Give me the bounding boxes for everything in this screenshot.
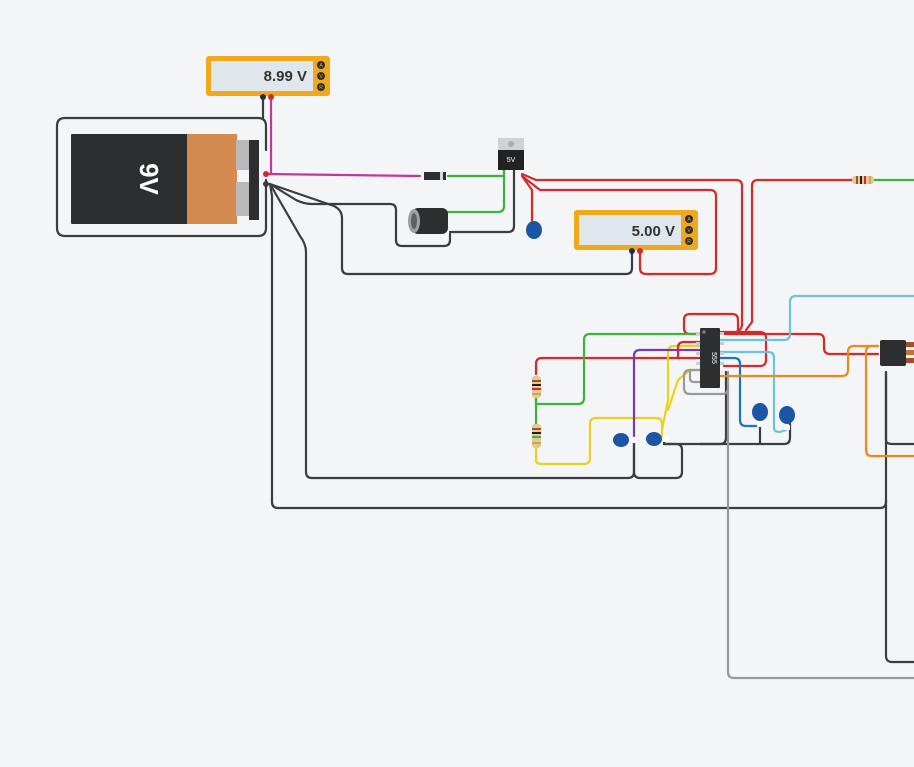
- multimeter-2-terminal-a[interactable]: [685, 215, 693, 223]
- wire-red-ic-right[interactable]: [722, 332, 880, 356]
- wire-gray-long[interactable]: [726, 386, 914, 680]
- multimeter-1-terminal-v[interactable]: [317, 72, 325, 80]
- multimeter-2-terminal-r[interactable]: [685, 237, 693, 245]
- wire-red-resistor-rail[interactable]: [744, 178, 854, 332]
- multimeter-2-probe-red[interactable]: [637, 248, 643, 254]
- multimeter-1-terminal-v-label: V: [319, 74, 323, 80]
- wire-green-diode-regulator[interactable]: [446, 166, 506, 178]
- timer-ic-label: 555: [710, 352, 717, 364]
- ceramic-capacitor-1[interactable]: [613, 433, 636, 447]
- regulator-label: 5V: [507, 157, 516, 164]
- multimeter-2-reading: 5.00 V: [632, 223, 675, 240]
- wire-orange-output[interactable]: [718, 344, 880, 378]
- wire-ground-right-lower[interactable]: [884, 498, 914, 664]
- multimeter-2-terminal-v-label: V: [687, 228, 691, 234]
- multimeter-1-reading: 8.99 V: [264, 68, 307, 85]
- wire-ground-to-regulator[interactable]: [268, 182, 452, 248]
- multimeter-1-terminal-r-label: R: [319, 85, 323, 91]
- wire-ground-right[interactable]: [884, 370, 914, 446]
- wire-green-cap[interactable]: [444, 168, 506, 214]
- wire-red-ic-top[interactable]: [682, 312, 768, 368]
- wire-green-resistors-ic[interactable]: [534, 332, 702, 406]
- wire-magenta-battery[interactable]: [264, 172, 422, 178]
- wire-battery-outline[interactable]: [55, 116, 268, 238]
- wire-red-reg-cap[interactable]: [520, 174, 534, 224]
- wire-gray-ic-2[interactable]: [688, 368, 702, 384]
- multimeter-2-terminal-r-label: R: [687, 239, 691, 245]
- wire-red-reg-meter2[interactable]: [520, 174, 718, 276]
- battery-terminal-negative[interactable]: [263, 181, 269, 187]
- ceramic-capacitor-4[interactable]: [779, 406, 795, 430]
- ceramic-capacitor-2[interactable]: [646, 432, 669, 446]
- wire-ground-cap-regulator[interactable]: [448, 168, 516, 234]
- multimeter-2-terminal-a-label: A: [687, 217, 691, 223]
- wire-blue-control[interactable]: [718, 356, 760, 428]
- wire-cyan-output[interactable]: [718, 294, 914, 342]
- timer-ic-555[interactable]: 555: [696, 328, 724, 388]
- diode[interactable]: [424, 172, 446, 180]
- wire-gray-reset[interactable]: [682, 368, 730, 396]
- multimeter-2-terminal-v[interactable]: [685, 226, 693, 234]
- wire-orange-loop[interactable]: [864, 344, 914, 458]
- wire-purple-discharge[interactable]: [632, 348, 702, 438]
- resistor-3[interactable]: [852, 176, 874, 184]
- wire-ground-cap-blue-1[interactable]: [268, 182, 636, 480]
- multimeter-1-terminal-a-label: A: [319, 63, 323, 69]
- electrolytic-capacitor[interactable]: [408, 208, 448, 234]
- multimeter-2[interactable]: 5.00 V A V R: [574, 210, 698, 254]
- ceramic-capacitor-reg[interactable]: [526, 221, 542, 239]
- multimeter-1-terminal-r[interactable]: [317, 83, 325, 91]
- wire-ground-cap-loop[interactable]: [632, 440, 684, 480]
- battery-terminal-positive[interactable]: [263, 171, 269, 177]
- resistor-1[interactable]: [532, 376, 541, 398]
- wire-ground-caps-right[interactable]: [698, 422, 792, 446]
- voltage-regulator-5v[interactable]: 5V: [498, 138, 524, 170]
- multimeter-2-probe-black[interactable]: [629, 248, 635, 254]
- wire-red-ic-left[interactable]: [676, 340, 702, 360]
- multimeter-1-probe-red[interactable]: [268, 94, 274, 100]
- wire-cyan-cap[interactable]: [718, 350, 788, 434]
- wire-yellow-threshold[interactable]: [534, 416, 664, 466]
- multimeter-1-terminal-a[interactable]: [317, 61, 325, 69]
- wire-ground-meter2[interactable]: [268, 182, 634, 276]
- multimeter-1-probe-black[interactable]: [260, 94, 266, 100]
- ceramic-capacitor-3[interactable]: [752, 403, 768, 427]
- wire-red-resistors[interactable]: [534, 356, 702, 376]
- resistor-2[interactable]: [532, 424, 541, 448]
- battery-label: 9V: [134, 163, 164, 195]
- wire-yellow-ic[interactable]: [660, 344, 702, 432]
- transistor[interactable]: [880, 340, 914, 366]
- multimeter-1[interactable]: 8.99 V A V R: [206, 56, 330, 100]
- battery-9v[interactable]: 9V: [71, 134, 259, 224]
